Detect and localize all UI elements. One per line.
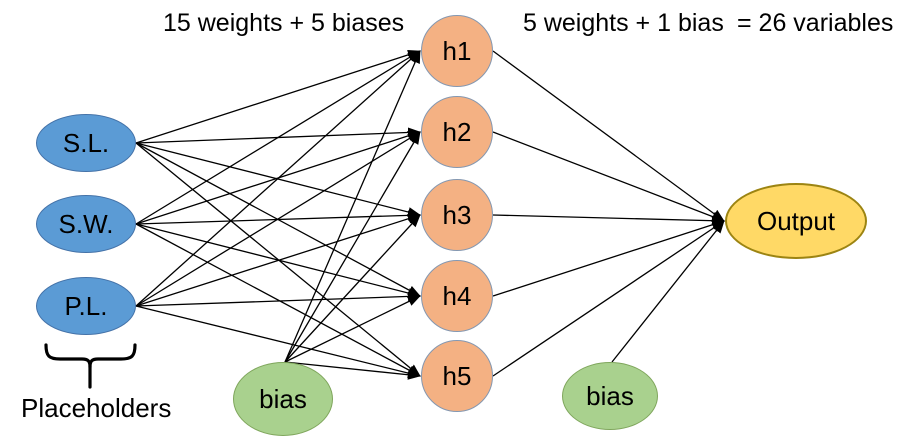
edge-bias1-to-h4 [284,295,421,363]
node-label-h2: h2 [442,117,472,147]
node-label-sl: S.L. [62,128,110,158]
output-layer-params-label: 5 weights + 1 bias [523,9,724,37]
node-label-bias2: bias [586,381,634,411]
node-label-pl: P.L. [64,291,108,321]
edge-h4-to-out [492,219,725,297]
edge-bias1-to-h2 [284,131,421,363]
edge-bias1-to-h3 [284,214,421,363]
node-label-h5: h5 [442,361,472,391]
hidden-node-h1: h1 [421,15,493,87]
edge-pl-to-h1 [135,50,421,307]
placeholders-brace [44,343,137,389]
hidden-node-h4: h4 [421,260,493,332]
hidden-node-h3: h3 [421,179,493,251]
edge-h3-to-out [492,214,725,226]
edge-pl-to-h4 [135,291,421,307]
edge-pl-to-h3 [135,213,421,307]
input-node-pl: P.L. [36,277,136,335]
edge-bias1-to-h5 [284,361,421,380]
node-label-bias1: bias [259,384,307,414]
edge-sw-to-h1 [135,50,421,225]
output-node-out: Output [725,183,867,259]
edges-group [135,49,725,380]
edge-h2-to-out [492,131,725,222]
node-label-out: Output [756,206,836,236]
input-node-sw: S.W. [36,195,136,253]
node-label-h3: h3 [442,200,472,230]
hidden-node-h5: h5 [421,340,493,412]
edge-bias1-to-h1 [284,50,421,363]
edge-pl-to-h2 [135,131,421,307]
node-label-h1: h1 [442,36,472,66]
bias-node-bias1: bias [233,362,333,436]
edge-h1-to-out [492,50,725,222]
node-label-h4: h4 [442,281,472,311]
edge-bias2-to-out [611,220,725,363]
total-params-label: = 26 variables [737,9,894,37]
node-label-sw: S.W. [58,209,114,239]
edge-pl-to-h5 [135,305,421,378]
bias-node-bias2: bias [562,362,658,430]
edge-sl-to-h1 [135,49,421,144]
edge-sw-to-h5 [135,223,421,377]
hidden-layer-params-label: 15 weights + 5 biases [163,9,405,37]
hidden-node-h2: h2 [421,96,493,168]
edge-h5-to-out [492,220,725,377]
input-node-sl: S.L. [36,114,136,172]
placeholders-label: Placeholders [21,393,172,423]
